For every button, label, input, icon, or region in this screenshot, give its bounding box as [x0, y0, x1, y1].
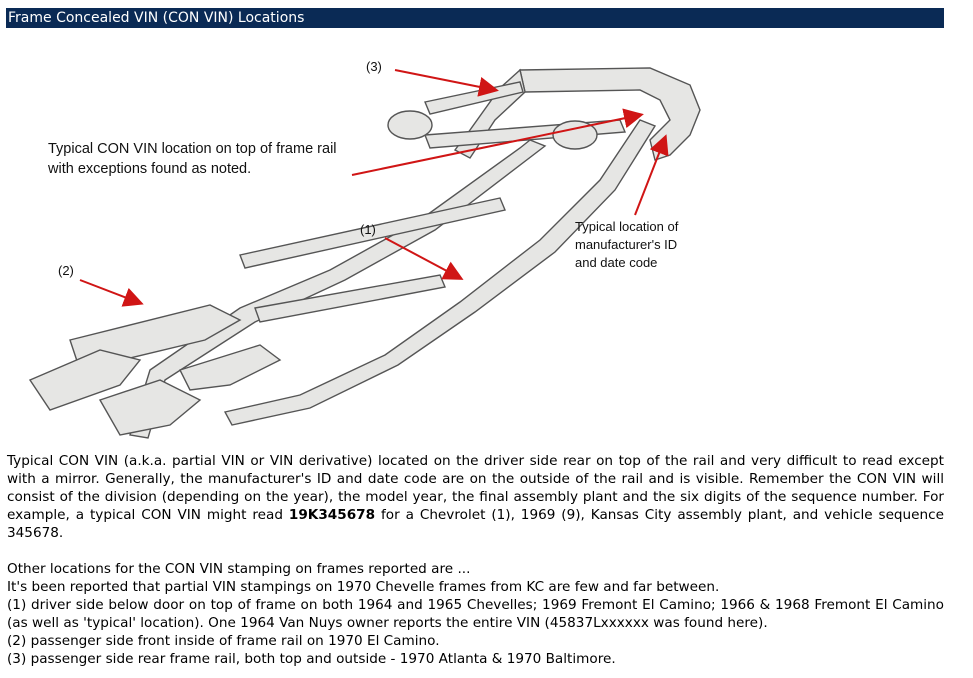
paragraph-description-part2: for a Chevrolet (1), 1969 (9), Kansas Ci…	[7, 507, 944, 541]
con-vin-note-line1: Typical CON VIN location on top of frame…	[48, 141, 337, 157]
section-title: Frame Concealed VIN (CON VIN) Locations	[6, 8, 944, 28]
con-vin-note-line2: with exceptions found as noted.	[48, 161, 252, 177]
manufacturer-id-note-line1: Typical location of	[575, 219, 679, 234]
arrow-con-vin	[351, 108, 644, 176]
manufacturer-id-note-line3: and date code	[575, 255, 658, 270]
location-2-note: (2) passenger side front inside of frame…	[7, 633, 440, 649]
callout-1: (1)	[360, 222, 376, 237]
arrow-manufacturer-id	[634, 134, 669, 216]
arrow-3	[394, 69, 499, 97]
callout-3: (3)	[366, 59, 382, 74]
location-1-note: (1) driver side below door on top of fra…	[7, 597, 944, 631]
article-body: Typical CON VIN (a.k.a. partial VIN or V…	[7, 452, 944, 668]
arrow-2	[79, 279, 144, 307]
paragraph-description: Typical CON VIN (a.k.a. partial VIN or V…	[7, 452, 944, 542]
con-vin-note: Typical CON VIN location on top of frame…	[48, 139, 337, 179]
frame-diagram: (3) Typical CON VIN location on top of f…	[0, 40, 973, 450]
location-3-note: (3) passenger side rear frame rail, both…	[7, 651, 616, 667]
manufacturer-id-note-line2: manufacturer's ID	[575, 237, 678, 252]
callout-2: (2)	[58, 263, 74, 278]
other-locations-heading: Other locations for the CON VIN stamping…	[7, 561, 471, 577]
paragraph-description-part1: Typical CON VIN (a.k.a. partial VIN or V…	[7, 453, 944, 523]
manufacturer-id-note: Typical location of manufacturer's ID an…	[575, 218, 678, 272]
frame-illustration	[28, 67, 701, 439]
arrow-1	[384, 237, 464, 280]
example-vin: 19K345678	[288, 507, 376, 523]
kc-note: It's been reported that partial VIN stam…	[7, 579, 720, 595]
